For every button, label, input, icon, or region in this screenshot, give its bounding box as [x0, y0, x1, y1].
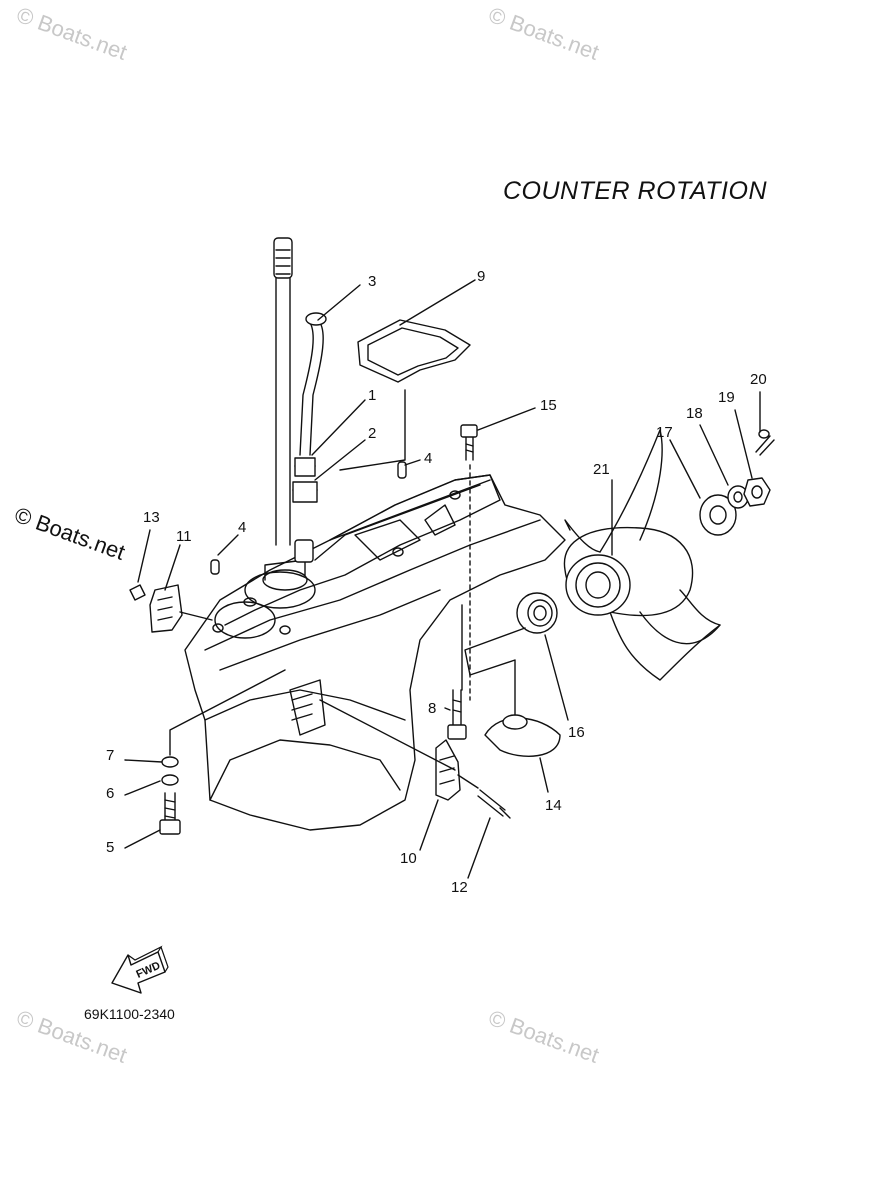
drive-shaft — [273, 237, 314, 563]
propeller — [563, 429, 721, 681]
callout-numbers: 1 2 3 4 4 5 6 7 8 9 10 11 12 13 14 15 16… — [106, 268, 767, 896]
callout-6: 6 — [106, 785, 114, 802]
callout-9: 9 — [477, 268, 485, 285]
callout-19: 19 — [718, 389, 735, 406]
callout-20: 20 — [750, 371, 767, 388]
water-tube-grommet — [305, 312, 327, 326]
washer-7 — [161, 756, 179, 768]
gasket — [357, 319, 471, 383]
callout-8: 8 — [428, 700, 436, 717]
fwd-arrow-icon: FWD — [111, 945, 169, 994]
callout-3: 3 — [368, 273, 376, 290]
callout-16: 16 — [568, 724, 585, 741]
water-tube — [299, 319, 324, 456]
callout-2: 2 — [368, 425, 376, 442]
callout-7: 7 — [106, 747, 114, 764]
callout-21: 21 — [593, 461, 610, 478]
callout-15: 15 — [540, 397, 557, 414]
callout-10: 10 — [400, 850, 417, 867]
callout-18: 18 — [686, 405, 703, 422]
callout-4a: 4 — [424, 450, 432, 467]
callout-11: 11 — [176, 528, 192, 545]
lock-washer — [161, 774, 179, 786]
callout-17: 17 — [656, 424, 673, 441]
callout-1: 1 — [368, 387, 376, 404]
callout-14: 14 — [545, 797, 562, 814]
diagram-title: COUNTER ROTATION — [503, 177, 768, 205]
cotter-pin — [755, 435, 775, 456]
prop-nut — [743, 477, 771, 507]
callout-13: 13 — [143, 509, 160, 526]
thrust-bushing — [516, 592, 558, 634]
spacer — [699, 494, 737, 536]
diagram-code: 69K1100-2340 — [84, 1006, 175, 1022]
callout-4b: 4 — [238, 519, 246, 536]
callout-12: 12 — [451, 879, 468, 896]
anode-nut — [129, 584, 146, 601]
callout-5: 5 — [106, 839, 114, 856]
